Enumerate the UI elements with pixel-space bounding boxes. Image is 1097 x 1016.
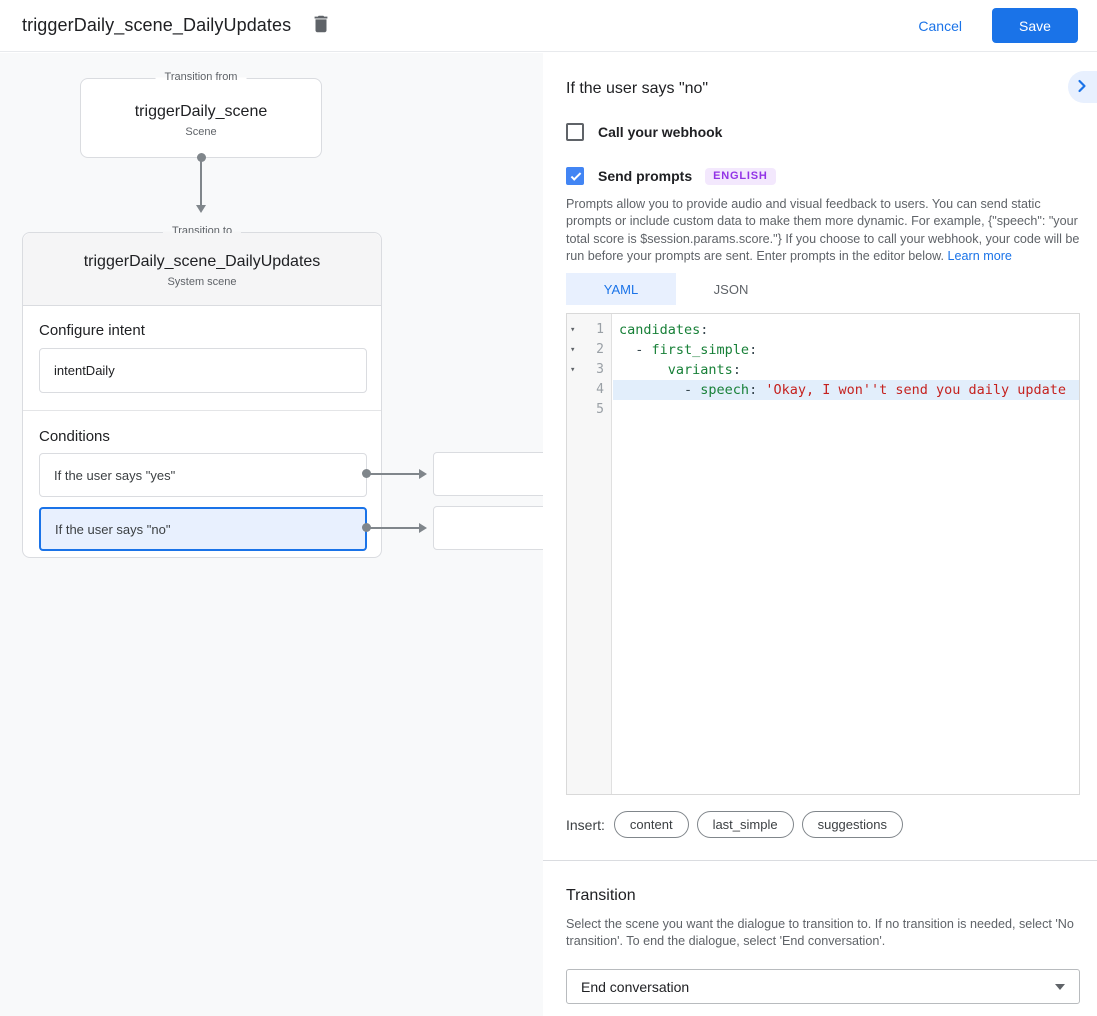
chevron-right-icon	[1072, 76, 1092, 99]
trash-icon	[310, 13, 332, 38]
code-token-plain: :	[700, 322, 709, 338]
connector-arrowhead	[196, 205, 206, 213]
condition-panel-title: If the user says "no"	[566, 80, 709, 97]
call-webhook-checkbox[interactable]	[566, 123, 584, 141]
code-token-plain: :	[732, 362, 741, 378]
line-number: 4	[596, 382, 604, 397]
code-token-plain: :	[749, 382, 766, 398]
insert-chip-suggestions[interactable]: suggestions	[801, 811, 903, 838]
editor-gutter: ▾1▾2▾3 4 5	[567, 314, 612, 794]
connector-dot	[362, 523, 371, 532]
code-token-key: first_simple	[651, 342, 750, 358]
send-prompts-label: Send prompts	[598, 168, 693, 184]
transition-heading: Transition	[566, 887, 636, 904]
insert-chip-last-simple[interactable]: last_simple	[696, 811, 794, 838]
line-number: ▾3	[567, 360, 611, 380]
insert-row: Insert: content last_simple suggestions	[566, 811, 911, 838]
condition-detail-panel: If the user says "no" Call your webhook …	[543, 53, 1097, 1016]
collapse-panel-button[interactable]	[1068, 71, 1097, 103]
connector-arrowhead	[419, 523, 427, 533]
cancel-button[interactable]: Cancel	[906, 10, 974, 42]
editor-code-area[interactable]: candidates: - first_simple: variants: - …	[613, 314, 1079, 794]
code-line[interactable]: candidates:	[613, 320, 1079, 340]
scene-flow-canvas: Transition from triggerDaily_scene Scene…	[0, 53, 543, 1016]
configure-intent-label: Configure intent	[39, 322, 145, 339]
code-line[interactable]: variants:	[613, 360, 1079, 380]
dropdown-caret-icon	[1055, 983, 1065, 990]
connector-line	[368, 473, 420, 475]
connector-dot	[362, 469, 371, 478]
card-divider	[23, 410, 381, 411]
tab-json[interactable]: JSON	[713, 281, 749, 297]
page-title: triggerDaily_scene_DailyUpdates	[22, 15, 292, 35]
section-divider	[543, 860, 1097, 861]
transition-from-node[interactable]: Transition from triggerDaily_scene Scene	[80, 71, 322, 158]
topbar: triggerDaily_scene_DailyUpdates Cancel S…	[0, 0, 1097, 52]
transition-to-node: Transition to triggerDaily_scene_DailyUp…	[22, 225, 382, 558]
condition-row-no[interactable]: If the user says "no"	[39, 507, 367, 551]
language-badge: ENGLISH	[705, 167, 776, 185]
prompt-code-editor[interactable]: ▾1▾2▾3 4 5 candidates: - first_simple: var…	[566, 313, 1080, 795]
tab-yaml[interactable]: YAML	[566, 273, 676, 305]
transition-from-legend: Transition from	[155, 71, 247, 83]
yes-target-node[interactable]	[433, 452, 543, 496]
to-scene-type: System scene	[167, 276, 237, 288]
intent-field[interactable]: intentDaily	[39, 348, 367, 393]
insert-label: Insert:	[566, 816, 605, 833]
connector-line	[368, 527, 420, 529]
transition-select[interactable]: End conversation	[566, 969, 1080, 1004]
webhook-row: Call your webhook	[566, 123, 722, 141]
condition-row-yes[interactable]: If the user says "yes"	[39, 453, 367, 497]
no-target-node[interactable]	[433, 506, 543, 550]
line-number: ▾2	[567, 340, 611, 360]
connector-arrowhead	[419, 469, 427, 479]
code-token-string: 'Okay, I won''t send you daily update	[765, 382, 1067, 398]
code-token-key: candidates	[619, 322, 701, 338]
fold-arrow-icon[interactable]: ▾	[570, 365, 576, 375]
code-line[interactable]: - speech: 'Okay, I won''t send you daily…	[613, 380, 1079, 400]
code-token-key: variants	[667, 362, 733, 378]
send-prompts-checkbox[interactable]	[566, 167, 584, 185]
call-webhook-label: Call your webhook	[598, 124, 723, 140]
learn-more-link[interactable]: Learn more	[947, 249, 1012, 264]
prompts-description: Prompts allow you to provide audio and v…	[566, 196, 1083, 266]
transition-description: Select the scene you want the dialogue t…	[566, 917, 1074, 948]
code-token-key: speech	[700, 382, 750, 398]
code-line[interactable]	[613, 400, 1079, 420]
code-token-plain: :	[749, 342, 758, 358]
connector-line	[200, 160, 202, 207]
check-icon	[570, 170, 582, 181]
prompts-description-text: Prompts allow you to provide audio and v…	[566, 197, 1080, 264]
connector-dot	[197, 153, 206, 162]
to-scene-name: triggerDaily_scene_DailyUpdates	[83, 253, 321, 270]
conditions-label: Conditions	[39, 428, 110, 445]
from-scene-name: triggerDaily_scene	[134, 103, 268, 120]
transition-select-value: End conversation	[581, 978, 690, 995]
code-token-plain: -	[619, 382, 701, 398]
delete-scene-button[interactable]	[307, 12, 335, 40]
code-token-plain: -	[619, 342, 652, 358]
code-line[interactable]: - first_simple:	[613, 340, 1079, 360]
code-token-plain	[619, 362, 668, 378]
fold-arrow-icon[interactable]: ▾	[570, 325, 576, 335]
from-scene-type: Scene	[185, 126, 217, 138]
send-prompts-row: Send prompts ENGLISH	[566, 167, 776, 185]
insert-chip-content[interactable]: content	[613, 811, 689, 838]
to-scene-header[interactable]: triggerDaily_scene_DailyUpdates System s…	[23, 233, 381, 306]
fold-arrow-icon[interactable]: ▾	[570, 345, 576, 355]
line-number: ▾1	[567, 320, 611, 340]
line-number: 5	[596, 402, 604, 417]
save-button[interactable]: Save	[992, 8, 1078, 43]
